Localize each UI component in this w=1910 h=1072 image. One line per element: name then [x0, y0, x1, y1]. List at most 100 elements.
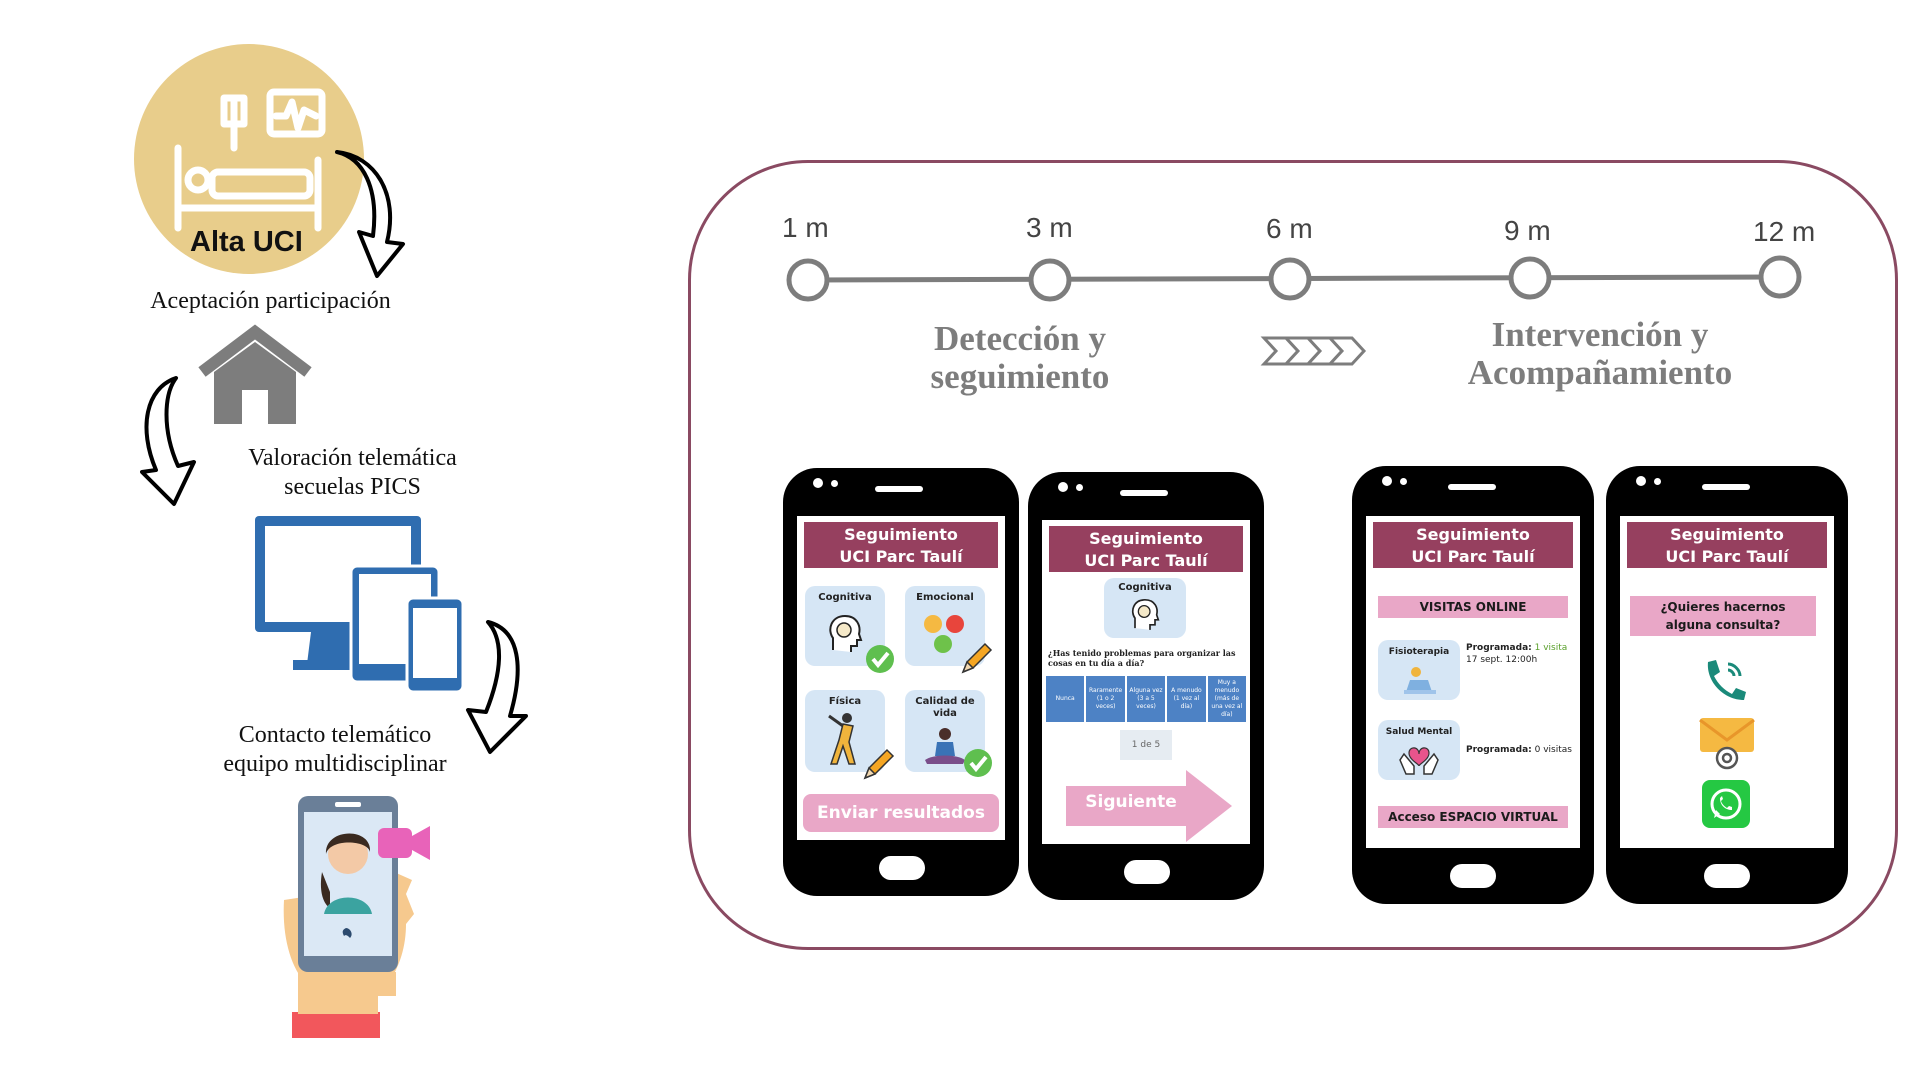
pencil-icon — [961, 642, 993, 674]
timeline-node-12m — [1758, 255, 1802, 299]
app-header-line2: UCI Parc Taulí — [1665, 547, 1789, 566]
curved-arrow-icon — [140, 376, 196, 506]
month-label-9m: 9 m — [1504, 215, 1551, 246]
visit2-info: Programada: 0 visitas — [1466, 744, 1578, 756]
timeline-node-9m — [1508, 256, 1552, 300]
timeline-line — [786, 255, 1802, 302]
answer-option[interactable]: A menudo (1 vez al día) — [1167, 676, 1206, 722]
next-arrow-shape[interactable] — [1066, 770, 1234, 842]
tile-label: Cognitiva — [818, 592, 872, 603]
app-header-line2: UCI Parc Taulí — [839, 547, 963, 566]
phone-3: Seguimiento UCI Parc Taulí VISITAS ONLIN… — [1352, 466, 1594, 904]
app-header: Seguimiento UCI Parc Taulí — [1627, 522, 1827, 568]
hands-heart-icon — [1399, 747, 1439, 775]
phase-intervention: Intervención y Acompañamiento — [1440, 316, 1760, 392]
speaker — [875, 486, 923, 492]
meditation-icon — [925, 728, 965, 764]
answer-option[interactable]: Nunca — [1046, 676, 1085, 722]
sensor-dot — [1400, 478, 1407, 485]
whatsapp-icon[interactable] — [1702, 780, 1750, 828]
camera-dot — [1636, 476, 1646, 486]
app-header-line1: Seguimiento — [1089, 529, 1203, 548]
exercise-icon — [828, 713, 856, 765]
tile-emocional[interactable]: Emocional — [905, 586, 993, 674]
phone-4-screen: Seguimiento UCI Parc Taulí ¿Quieres hace… — [1620, 516, 1834, 848]
tile-label: Cognitiva — [1118, 582, 1172, 593]
tile-fisica[interactable]: Física — [805, 690, 895, 780]
tile-fisioterapia[interactable]: Fisioterapia — [1378, 640, 1460, 700]
step-label-assessment-line2: secuelas PICS — [284, 474, 421, 500]
siguiente-button[interactable]: Siguiente — [1085, 792, 1177, 812]
answer-option[interactable]: Alguna vez (3 a 5 veces) — [1126, 676, 1166, 722]
tile-cognitiva[interactable]: Cognitiva — [805, 586, 894, 673]
visit2-prefix: Programada: — [1466, 745, 1532, 755]
tile-label: Emocional — [916, 592, 974, 603]
step-label-contact-line1: Contacto telemático — [238, 722, 432, 748]
alta-uci-badge — [134, 44, 364, 274]
month-label-12m: 12 m — [1753, 216, 1816, 247]
speaker — [1448, 484, 1496, 490]
brain-head-icon — [1131, 598, 1160, 630]
visitas-online-bar: VISITAS ONLINE — [1378, 596, 1568, 618]
video-call-phone-icon — [283, 796, 430, 1038]
house-icon — [198, 324, 312, 424]
visit1-info: Programada: 1 visita 17 sept. 12:00h — [1466, 642, 1576, 666]
consulta-prompt: ¿Quieres hacernos alguna consulta? — [1630, 596, 1816, 636]
visit1-count: 1 visita — [1534, 643, 1568, 653]
enviar-resultados-button[interactable]: Enviar resultados — [803, 794, 999, 832]
answer-option[interactable]: Raramente (1 o 2 veces) — [1086, 676, 1125, 722]
devices-icon — [255, 516, 465, 694]
tile-calidad-de-vida[interactable]: Calidad de vida — [905, 690, 992, 777]
curved-arrow-icon — [335, 150, 405, 278]
emotions-icon — [924, 615, 964, 653]
camera-dot — [1058, 482, 1068, 492]
phase-intervention-line2: Acompañamiento — [1467, 353, 1733, 392]
tile-salud-mental[interactable]: Salud Mental — [1378, 720, 1460, 780]
phase-detection-line1: Detección y — [933, 319, 1106, 358]
phase-detection: Detección y seguimiento — [890, 320, 1150, 396]
camera-dot — [1382, 476, 1392, 486]
app-header: Seguimiento UCI Parc Taulí — [1049, 526, 1243, 572]
home-button[interactable] — [1124, 860, 1170, 884]
month-label-1m: 1 m — [782, 212, 829, 243]
visit2-count: 0 visitas — [1534, 745, 1572, 755]
camera-dot — [813, 478, 823, 488]
curved-arrow-icon — [466, 620, 528, 754]
pencil-icon — [863, 748, 895, 780]
physio-icon — [1404, 667, 1436, 694]
brain-head-icon — [829, 614, 863, 652]
home-button[interactable] — [1450, 864, 1496, 888]
month-label-6m: 6 m — [1266, 213, 1313, 244]
home-button[interactable] — [879, 856, 925, 880]
phone-2: Seguimiento UCI Parc Taulí Cognitiva ¿Ha… — [1028, 472, 1264, 900]
speaker — [1702, 484, 1750, 490]
page-indicator: 1 de 5 — [1120, 730, 1172, 760]
phone-1-screen: Seguimiento UCI Parc Taulí Cognitiva Emo… — [797, 516, 1005, 840]
month-label-3m: 3 m — [1026, 212, 1073, 243]
app-header: Seguimiento UCI Parc Taulí — [1373, 522, 1573, 568]
tile-label: Salud Mental — [1385, 727, 1453, 737]
app-header-line1: Seguimiento — [1416, 525, 1530, 544]
email-icon[interactable] — [1698, 716, 1756, 770]
home-button[interactable] — [1704, 864, 1750, 888]
step-label-participation: Aceptación participación — [150, 288, 391, 314]
sensor-dot — [1654, 478, 1661, 485]
answer-options: Nunca Raramente (1 o 2 veces) Alguna vez… — [1046, 676, 1247, 722]
phone-icon[interactable] — [1702, 658, 1748, 702]
step-label-assessment-line1: Valoración telemática — [248, 445, 457, 471]
app-header-line2: UCI Parc Taulí — [1084, 551, 1208, 570]
app-header-line1: Seguimiento — [844, 525, 958, 544]
timeline-node-1m — [786, 258, 830, 302]
step-label-contact-line2: equipo multidisciplinar — [223, 751, 447, 777]
phase-intervention-line1: Intervención y — [1491, 315, 1709, 354]
espacio-virtual-button[interactable]: Acceso ESPACIO VIRTUAL — [1378, 806, 1568, 828]
visit1-date: 17 sept. 12:00h — [1466, 655, 1538, 665]
sensor-dot — [831, 480, 838, 487]
tile-cognitiva: Cognitiva — [1104, 578, 1186, 638]
visit1-prefix: Programada: — [1466, 643, 1532, 653]
phone-4: Seguimiento UCI Parc Taulí ¿Quieres hace… — [1606, 466, 1848, 904]
chevrons-icon — [1260, 336, 1367, 366]
check-icon — [866, 645, 894, 673]
app-header: Seguimiento UCI Parc Taulí — [804, 522, 998, 568]
answer-option[interactable]: Muy a menudo (más de una vez al día) — [1207, 676, 1247, 722]
